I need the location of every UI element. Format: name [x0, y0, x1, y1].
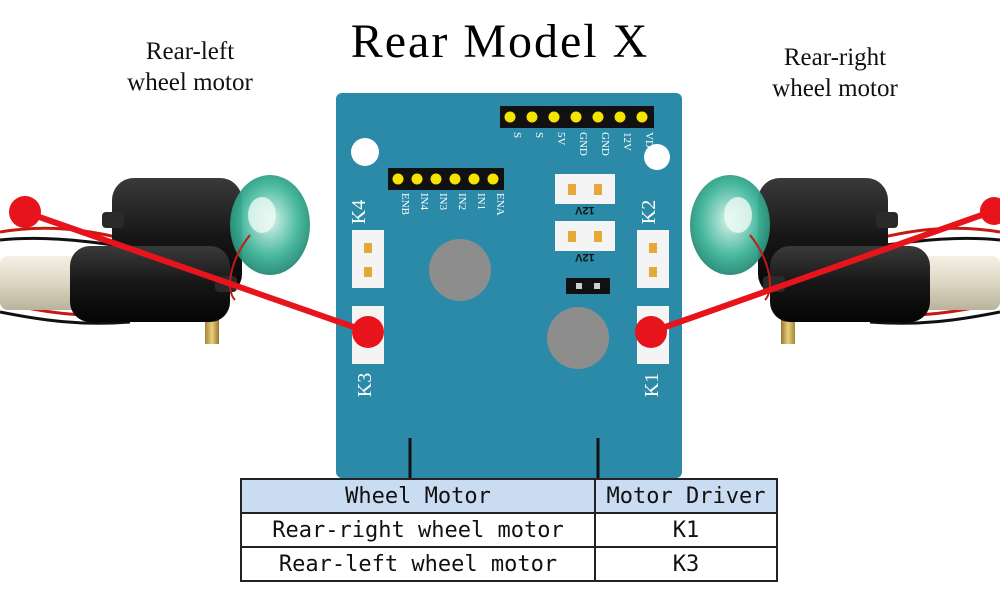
diagram-title: Rear Model X: [350, 15, 650, 68]
table-row: Rear-right wheel motor K1: [240, 512, 778, 548]
port-label-k1: K1: [641, 373, 663, 397]
control-header-pin-label: IN1: [475, 193, 487, 210]
top-header-pin: [570, 111, 582, 123]
port-k4: [352, 230, 384, 288]
top-header-pin-label: 5V: [555, 132, 567, 146]
control-header-pin: [487, 173, 499, 185]
control-header-pin-label: IN2: [456, 193, 468, 210]
top-header-pin-label: GND: [577, 132, 589, 156]
port-k2: [637, 230, 669, 288]
board-screw: [547, 307, 609, 369]
control-header-pin: [411, 173, 423, 185]
port-label-k4: K4: [348, 200, 370, 224]
connector-right: [649, 207, 998, 335]
connector-dot-k1: [635, 316, 667, 348]
motor-mapping-table: Wheel Motor Motor Driver Rear-right whee…: [240, 478, 778, 582]
control-header-pin-label: IN3: [437, 193, 449, 211]
rear-left-motor-label: Rear-left wheel motor: [90, 36, 290, 98]
table-header-row: Wheel Motor Motor Driver: [240, 478, 778, 514]
control-header-pin: [430, 173, 442, 185]
rear-right-motor-photo: [688, 173, 1000, 346]
jumper-12v-a: [555, 174, 615, 204]
control-header-pin-label: ENB: [399, 193, 411, 215]
top-header-pin-label: 12V: [621, 132, 633, 151]
rear-right-motor-label: Rear-right wheel motor: [735, 42, 935, 104]
jumper-12v-b: [555, 221, 615, 251]
table-row: Rear-left wheel motor K3: [240, 546, 778, 582]
label-line: wheel motor: [127, 69, 253, 96]
connector-lines: [9, 196, 1000, 348]
top-header-pin: [504, 111, 516, 123]
top-header-pin: [592, 111, 604, 123]
control-pin-header: [388, 168, 504, 190]
label-line: Rear-right: [783, 44, 887, 71]
connector-dot-right-motor: [980, 197, 1000, 225]
label-line: wheel motor: [772, 75, 898, 102]
table-cell: Rear-right wheel motor: [240, 512, 596, 548]
top-header-pin-label: S: [511, 132, 523, 138]
small-jumper: [566, 278, 610, 294]
top-header-pin: [636, 111, 648, 123]
label-line: Rear-left: [145, 38, 235, 65]
connector-left: [24, 209, 369, 335]
connector-dot-k3: [352, 316, 384, 348]
top-header-pin: [526, 111, 538, 123]
connector-dot-left-motor: [9, 196, 41, 228]
top-header-pin: [548, 111, 560, 123]
port-label-k3: K3: [354, 373, 376, 397]
control-header-pin: [449, 173, 461, 185]
top-header-pin: [614, 111, 626, 123]
control-header-pin: [468, 173, 480, 185]
control-header-pin-label: IN4: [418, 193, 430, 211]
motor-driver-board: S S 5V GND GND 12V VD ENB IN4 IN3 IN2 IN1 ENA 12V 1…: [336, 93, 682, 480]
top-header-pin-label: VD: [643, 132, 655, 148]
table-cell: Rear-left wheel motor: [240, 546, 596, 582]
header-motor-driver: Motor Driver: [594, 478, 778, 514]
mount-hole: [644, 144, 670, 170]
control-header-pin: [392, 173, 404, 185]
control-header-pin-label: ENA: [494, 193, 506, 216]
top-header-pin-label: S: [533, 132, 545, 138]
jumper-label-b: 12V: [575, 251, 595, 263]
board-screw: [429, 239, 491, 301]
header-wheel-motor: Wheel Motor: [240, 478, 596, 514]
jumper-label-a: 12V: [575, 204, 595, 216]
table-cell: K3: [594, 546, 778, 582]
table-cell: K1: [594, 512, 778, 548]
port-label-k2: K2: [638, 200, 660, 224]
mount-hole: [351, 138, 379, 166]
top-header-pin-label: GND: [599, 132, 611, 156]
